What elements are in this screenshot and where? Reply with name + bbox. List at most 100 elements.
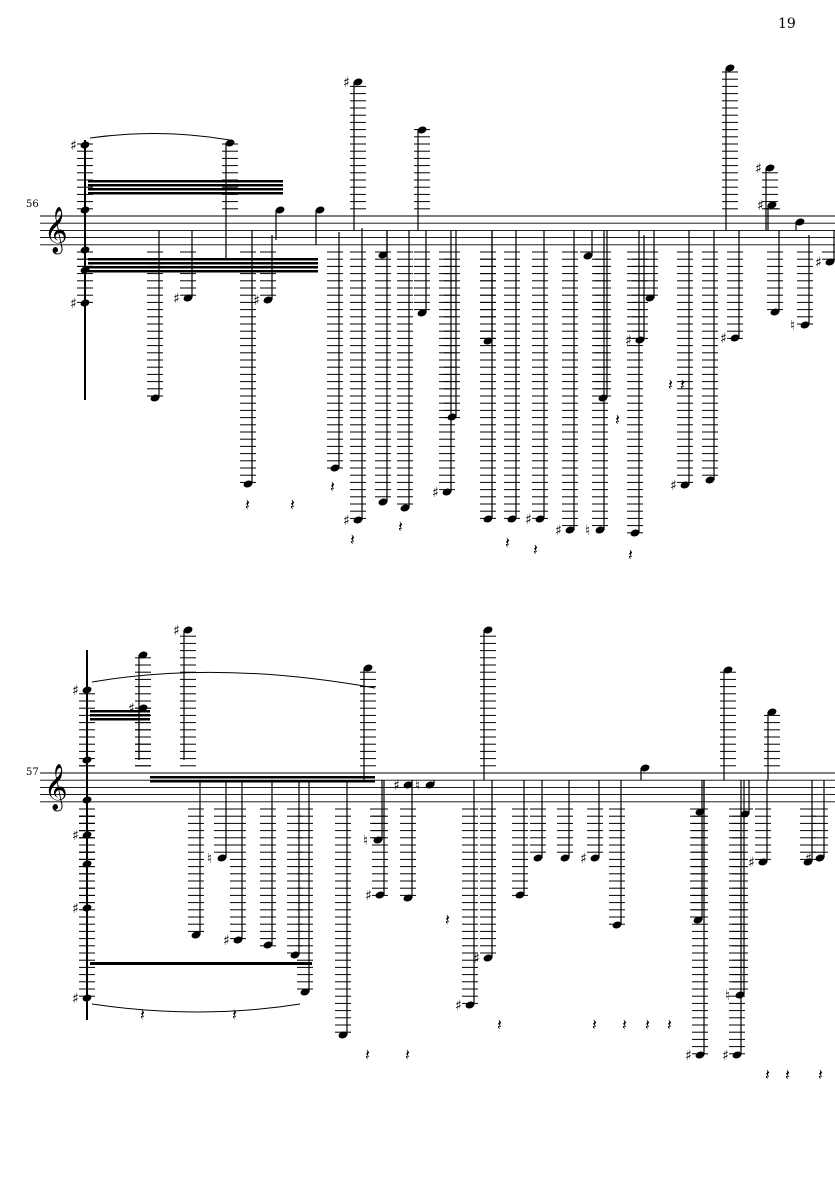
- notehead: [735, 991, 745, 999]
- notehead: [595, 526, 605, 534]
- notehead: [705, 476, 715, 484]
- notehead: [815, 854, 825, 862]
- notehead: [723, 666, 733, 674]
- rest-icon: 𝄽: [398, 517, 403, 536]
- sharp-icon: ♯: [223, 933, 230, 949]
- notehead: [191, 931, 201, 939]
- notehead: [803, 858, 813, 866]
- natural-icon: ♮: [207, 851, 212, 867]
- rest-icon: 𝄽: [350, 530, 355, 549]
- sharp-icon: ♯: [72, 991, 79, 1007]
- sharp-icon: ♯: [173, 291, 180, 307]
- rest-icon: 𝄽: [628, 545, 633, 564]
- notehead: [630, 529, 640, 537]
- rest-icon: 𝄽: [290, 495, 295, 514]
- sharp-icon: ♯: [70, 138, 77, 154]
- rest-icon: 𝄽: [445, 910, 450, 929]
- sharp-icon: ♯: [253, 293, 260, 309]
- notehead: [378, 251, 388, 259]
- sharp-icon: ♯: [525, 512, 532, 528]
- notehead: [217, 854, 227, 862]
- notehead: [730, 334, 740, 342]
- notehead: [515, 891, 525, 899]
- notehead: [590, 854, 600, 862]
- sharp-icon: ♯: [685, 1048, 692, 1064]
- beam: [150, 776, 375, 779]
- sharp-icon: ♯: [432, 485, 439, 501]
- notehead: [315, 206, 325, 214]
- beam: [88, 262, 318, 265]
- beam: [88, 184, 283, 187]
- notehead: [80, 141, 90, 149]
- notehead: [740, 810, 750, 818]
- notehead: [533, 854, 543, 862]
- notehead: [80, 246, 90, 254]
- sharp-icon: ♯: [815, 255, 822, 271]
- sharp-icon: ♯: [720, 331, 727, 347]
- notehead: [353, 78, 363, 86]
- rest-icon: 𝄽: [497, 1015, 502, 1034]
- rest-icon: 𝄽: [765, 1065, 770, 1084]
- notehead: [770, 308, 780, 316]
- sharp-icon: ♯: [625, 333, 632, 349]
- sharp-icon: ♯: [722, 1048, 729, 1064]
- notehead: [403, 894, 413, 902]
- notehead: [82, 686, 92, 694]
- tie: [91, 671, 376, 689]
- notehead: [233, 936, 243, 944]
- notehead: [225, 139, 235, 147]
- sharp-icon: ♯: [72, 683, 79, 699]
- tie: [89, 132, 231, 141]
- notehead: [507, 515, 517, 523]
- rest-icon: 𝄽: [818, 1065, 823, 1084]
- rest-icon: 𝄽: [232, 1005, 237, 1024]
- notehead: [378, 498, 388, 506]
- notehead: [765, 164, 775, 172]
- beam: [88, 192, 283, 195]
- beam: [88, 266, 318, 269]
- notehead: [80, 299, 90, 307]
- notehead: [680, 481, 690, 489]
- notehead: [758, 858, 768, 866]
- natural-icon: ♮: [585, 523, 590, 539]
- sharp-icon: ♯: [393, 778, 400, 794]
- beam: [88, 188, 283, 191]
- notehead: [645, 294, 655, 302]
- notehead: [795, 218, 805, 226]
- natural-icon: ♮: [725, 988, 730, 1004]
- natural-icon: ♮: [790, 318, 795, 334]
- sharp-icon: ♯: [555, 523, 562, 539]
- notehead: [725, 64, 735, 72]
- notehead: [695, 1051, 705, 1059]
- tie: [91, 1003, 301, 1013]
- rest-icon: 𝄽: [365, 1045, 370, 1064]
- rest-icon: 𝄽: [622, 1015, 627, 1034]
- sharp-icon: ♯: [670, 478, 677, 494]
- rest-icon: 𝄽: [140, 1005, 145, 1024]
- treble-clef: 𝄞: [44, 207, 68, 255]
- natural-icon: ♮: [363, 833, 368, 849]
- beam: [150, 780, 375, 783]
- sharp-icon: ♯: [128, 701, 135, 717]
- notehead: [635, 336, 645, 344]
- notehead: [138, 651, 148, 659]
- notehead: [82, 796, 92, 804]
- notehead: [82, 860, 92, 868]
- rest-icon: 𝄽: [645, 1015, 650, 1034]
- notehead: [693, 916, 703, 924]
- beam: [88, 270, 318, 273]
- notehead: [483, 954, 493, 962]
- notehead: [732, 1051, 742, 1059]
- notehead: [82, 831, 92, 839]
- notehead: [82, 904, 92, 912]
- rest-icon: 𝄽: [615, 410, 620, 429]
- notehead: [263, 296, 273, 304]
- notehead: [425, 781, 435, 789]
- sharp-icon: ♯: [748, 855, 755, 871]
- notehead: [150, 394, 160, 402]
- sharp-icon: ♯: [343, 75, 350, 91]
- notehead: [447, 413, 457, 421]
- notehead: [825, 258, 835, 266]
- notehead: [535, 515, 545, 523]
